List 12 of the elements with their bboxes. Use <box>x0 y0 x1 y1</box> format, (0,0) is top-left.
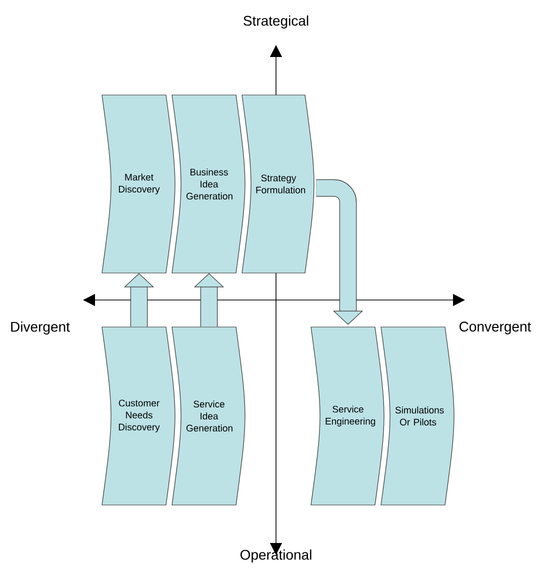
axis-label: Convergent <box>460 322 532 334</box>
process-panel: Service Idea Generation <box>172 326 246 506</box>
process-panel: Strategy Formulation <box>242 94 314 274</box>
axis-label: Strategical <box>244 15 308 29</box>
process-panel: Customer Needs Discovery <box>102 326 176 506</box>
axis-label: Divergent <box>11 321 70 335</box>
axis-label: Operational <box>240 549 312 563</box>
process-panel: Business Idea Generation <box>172 94 246 274</box>
process-panel: Market Discovery <box>102 94 176 274</box>
process-panel: Service Engineering <box>310 326 384 506</box>
process-panel: Simulations Or Pilots <box>380 326 454 506</box>
block-arrow <box>316 179 364 325</box>
